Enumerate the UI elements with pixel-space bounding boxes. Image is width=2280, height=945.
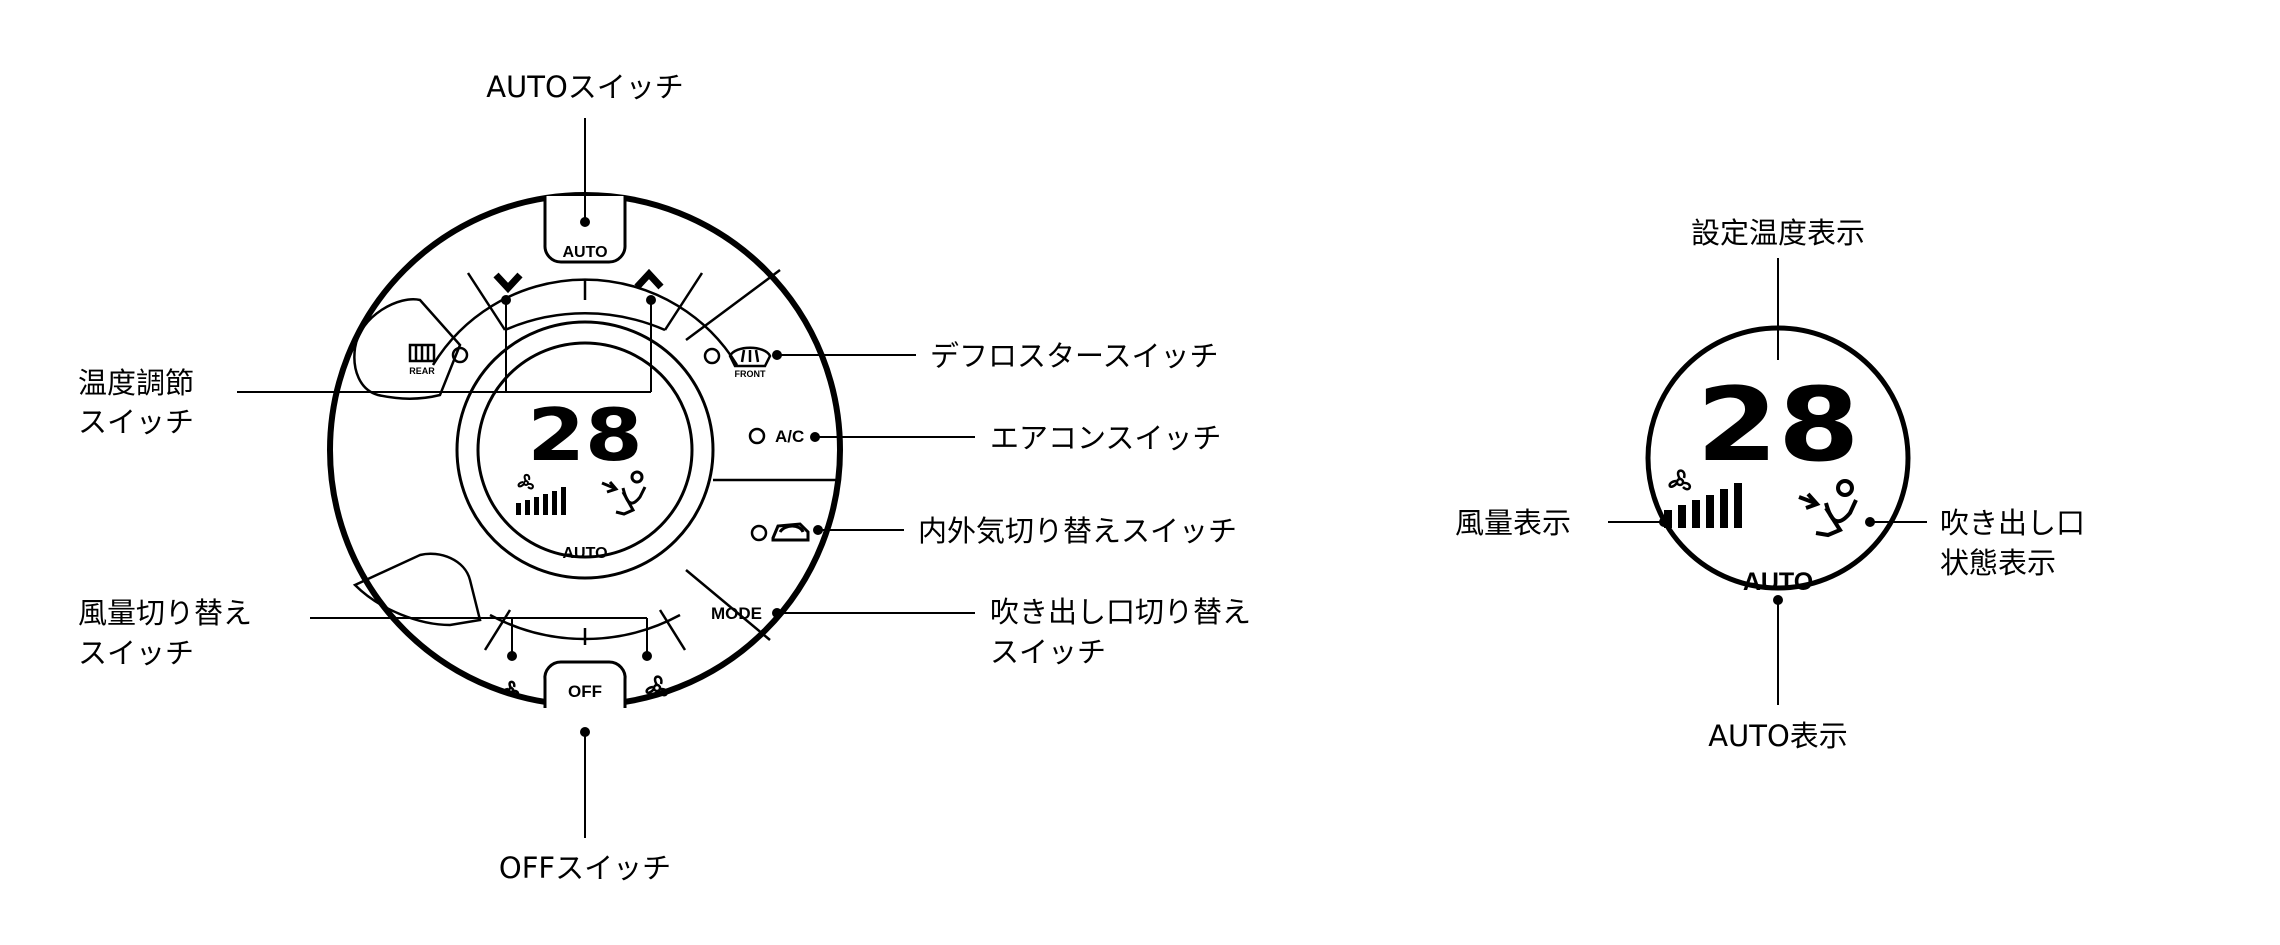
chevron-down-icon <box>493 272 523 294</box>
fan-small-icon <box>502 680 520 697</box>
callout-recirc-switch: 内外気切り替えスイッチ <box>918 514 1237 548</box>
segment-line <box>663 272 704 331</box>
callout-auto-display: AUTO表示 <box>1708 719 1848 753</box>
ac-button-label[interactable]: A/C <box>775 427 804 446</box>
recirculation-icon <box>771 522 810 542</box>
temp-buttons-lower-arc <box>504 312 666 332</box>
callout-auto-switch: AUTOスイッチ <box>486 70 684 104</box>
temp-down-button[interactable] <box>493 272 523 294</box>
callout-fan-switch-line2: スイッチ <box>78 636 194 670</box>
segment-line <box>685 268 781 342</box>
callout-ac-switch: エアコンスイッチ <box>990 421 1221 455</box>
panel-callout-lines <box>237 118 975 838</box>
panel-vent-icon <box>601 470 647 516</box>
front-defroster-indicator <box>703 347 721 365</box>
callout-defroster-switch: デフロスタースイッチ <box>930 339 1219 373</box>
segment-line <box>658 609 687 651</box>
callout-fan-level: 風量表示 <box>1455 506 1571 540</box>
callout-vent-state-line2: 状態表示 <box>1940 546 2056 580</box>
panel-display: 28 AUTO <box>516 394 647 562</box>
temp-up-button[interactable] <box>634 268 664 290</box>
detail-fan-icon <box>1668 469 1691 491</box>
callout-off-switch: OFFスイッチ <box>499 851 671 885</box>
panel-temperature-readout: 28 <box>527 394 642 478</box>
fan-up-button[interactable] <box>645 675 668 697</box>
ac-indicator <box>748 427 766 445</box>
fan-bar <box>1692 500 1700 528</box>
left-lower-button[interactable] <box>352 552 482 627</box>
fan-bar <box>1720 489 1728 528</box>
panel-auto-readout: AUTO <box>562 545 607 562</box>
detail-fan-level-bars <box>1664 483 1742 528</box>
rear-defroster-indicator <box>451 346 469 364</box>
fan-bar <box>543 494 548 515</box>
fan-bar <box>534 497 539 515</box>
segment-line <box>685 569 771 641</box>
detail-auto-readout: AUTO <box>1743 568 1813 596</box>
temp-buttons-upper-arc <box>431 278 739 366</box>
fan-bar <box>1678 505 1686 528</box>
callout-fan-switch-line1: 風量切り替え <box>78 596 252 630</box>
fan-bar <box>552 491 557 515</box>
fan-bar <box>516 503 521 515</box>
rear-defroster-button[interactable] <box>353 297 462 400</box>
chevron-up-icon <box>634 268 664 290</box>
callout-vent-state-line1: 吹き出し口 <box>1940 506 2085 540</box>
auto-button[interactable] <box>543 196 627 264</box>
control-panel <box>327 192 843 708</box>
fan-bar <box>1706 495 1714 528</box>
mode-button-label[interactable]: MODE <box>711 604 762 623</box>
detail-temperature-readout: 28 <box>1696 365 1859 484</box>
off-button-label: OFF <box>568 682 602 701</box>
front-defroster-icon <box>728 346 772 368</box>
callout-temp-adjust-line1: 温度調節 <box>78 366 194 400</box>
segment-line <box>466 272 507 331</box>
auto-button-label: AUTO <box>562 244 607 261</box>
off-button[interactable] <box>543 660 627 708</box>
detail-callout-lines <box>1608 258 1927 705</box>
callout-vent-switch-line2: スイッチ <box>990 635 1106 669</box>
fan-bar <box>525 500 530 515</box>
segment-line <box>483 609 512 651</box>
fan-bar <box>1734 483 1742 528</box>
display-detail: 28 AUTO <box>1645 325 1911 596</box>
detail-vent-icon <box>1798 479 1858 538</box>
panel-fan-level-bars <box>516 487 566 515</box>
callout-set-temp: 設定温度表示 <box>1691 216 1865 250</box>
callout-vent-switch-line1: 吹き出し口切り替え <box>990 595 1251 629</box>
rear-label: REAR <box>409 366 435 376</box>
fan-bar <box>561 487 566 515</box>
recirc-indicator <box>750 524 768 542</box>
fan-down-button[interactable] <box>502 680 520 697</box>
panel-fan-icon <box>517 473 534 490</box>
rear-defroster-icon <box>408 343 436 363</box>
display-ring <box>476 341 694 559</box>
callout-temp-adjust-line2: スイッチ <box>78 405 194 439</box>
panel-inner-ring <box>455 320 715 580</box>
fan-large-icon <box>645 675 668 697</box>
front-label: FRONT <box>735 369 766 379</box>
